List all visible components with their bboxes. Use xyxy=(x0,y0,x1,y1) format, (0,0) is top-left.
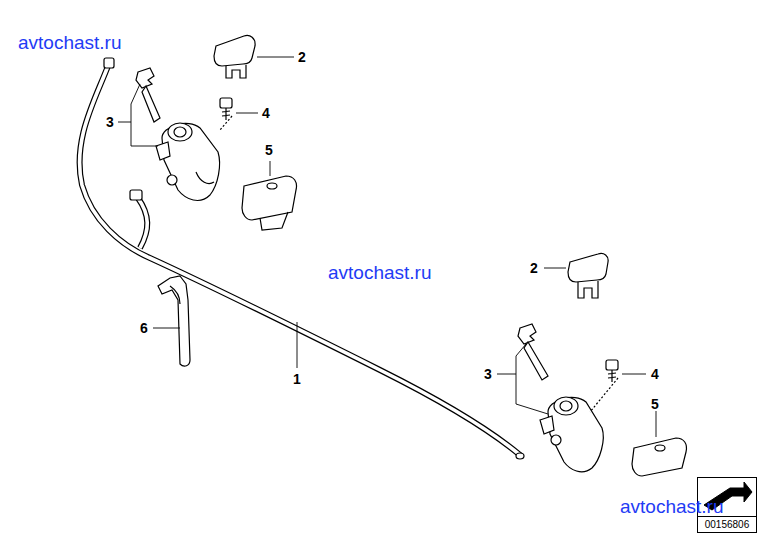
washer-hose xyxy=(80,58,524,459)
callout-number: 5 xyxy=(265,143,273,157)
watermark: avtochast.ru xyxy=(18,33,122,52)
washer-nozzle xyxy=(518,324,603,472)
leader-line xyxy=(118,57,656,437)
washer-nozzle xyxy=(136,68,220,200)
screw xyxy=(220,98,618,412)
washer-cap xyxy=(568,253,608,298)
callout-number: 3 xyxy=(484,367,492,381)
callout-number: 1 xyxy=(293,372,301,386)
callout-number: 4 xyxy=(262,106,270,120)
watermark: avtochast.ru xyxy=(328,263,432,282)
callout-number: 2 xyxy=(298,50,306,64)
nozzle-cover xyxy=(242,176,687,476)
callout-number: 4 xyxy=(651,367,659,381)
callout-number: 6 xyxy=(140,321,148,335)
watermark: avtochast.ru xyxy=(620,497,724,516)
washer-cap xyxy=(214,35,255,78)
reference-number: 00156806 xyxy=(705,520,750,530)
hose-holder xyxy=(158,276,190,366)
callout-number: 2 xyxy=(530,261,538,275)
callout-number: 3 xyxy=(106,115,114,129)
callout-number: 5 xyxy=(651,397,659,411)
